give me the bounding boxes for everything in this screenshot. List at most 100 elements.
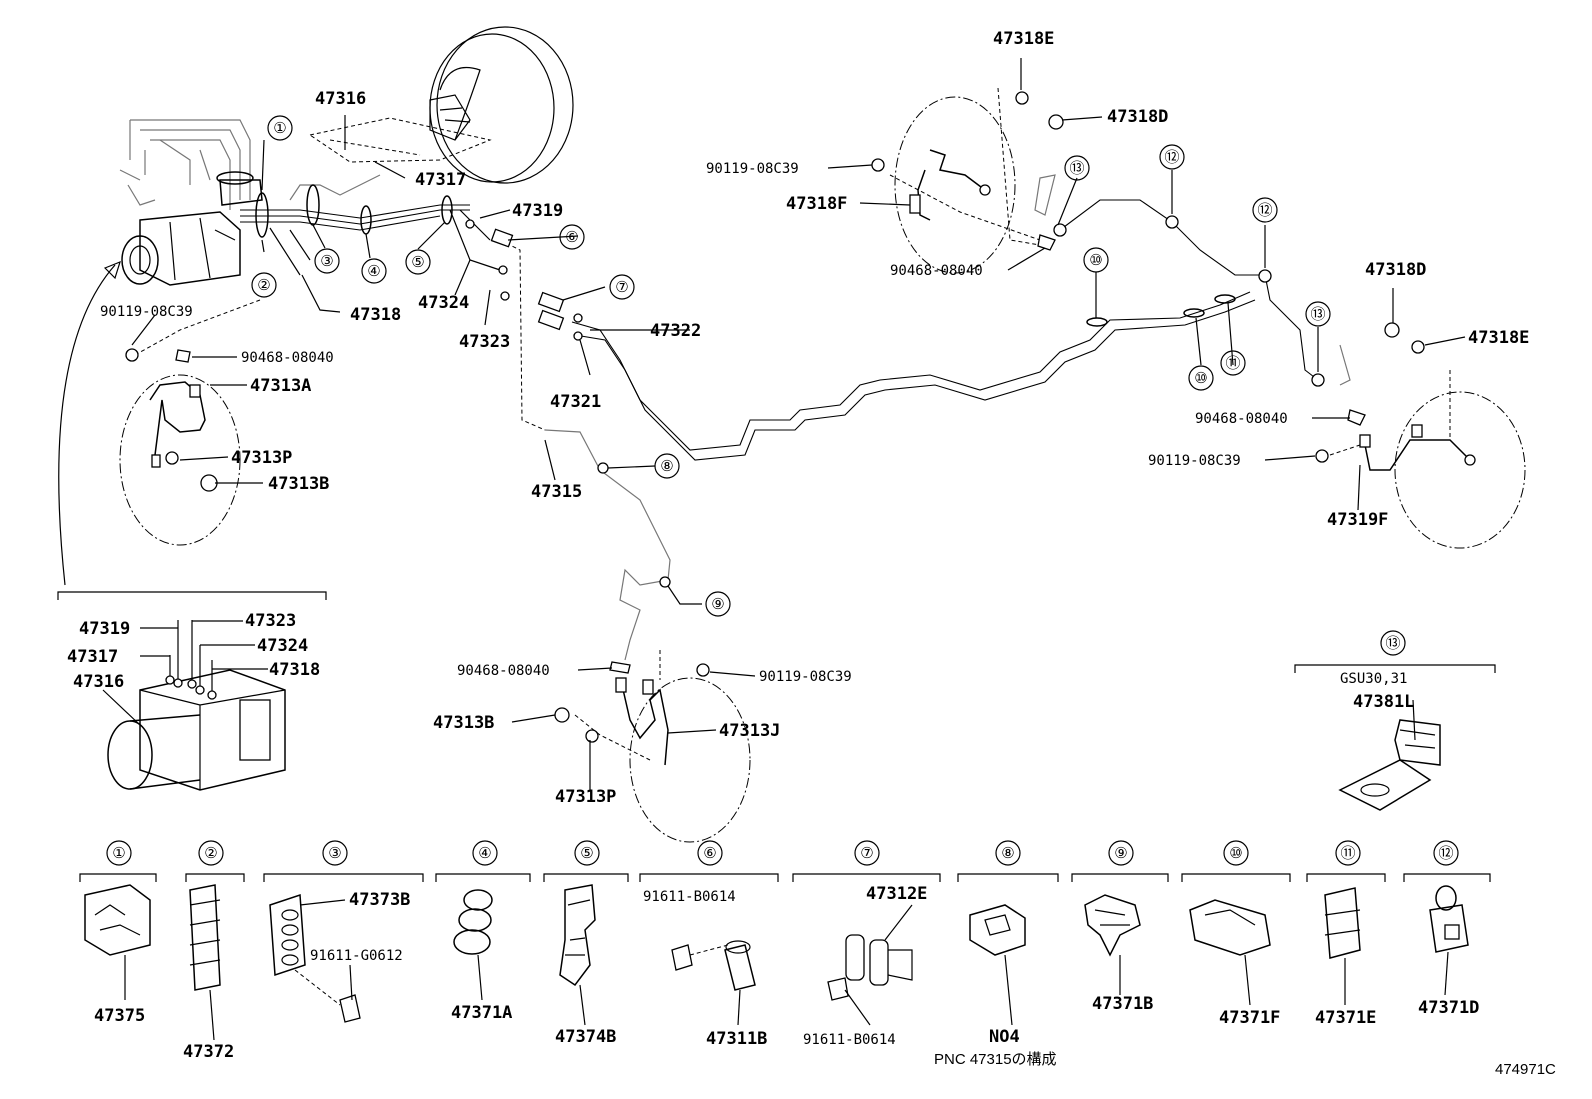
main-brake-pipes [571, 174, 1351, 461]
label-47318E-top: 47318E [993, 29, 1054, 49]
label-90468-d: 90468-08040 [457, 663, 550, 679]
callout-2: ② [257, 276, 270, 294]
callout-7-row: ⑦ [860, 844, 873, 862]
label-p8: NO4 [989, 1027, 1020, 1047]
callout-13b: ⑬ [1310, 305, 1325, 323]
callout-9-row: ⑨ [1114, 844, 1127, 862]
callout-8: ⑧ [660, 457, 673, 475]
callout-5: ⑤ [411, 253, 424, 271]
label-p1: 47375 [94, 1006, 145, 1026]
label-p2: 47372 [183, 1042, 234, 1062]
label-90119-c: 90119-08C39 [1148, 453, 1241, 469]
label-gsu: GSU30,31 [1340, 671, 1407, 687]
figure-id: 474971C [1495, 1061, 1556, 1078]
callout-5-row: ⑤ [580, 844, 593, 862]
inset-label-47316: 47316 [73, 672, 124, 692]
brake-booster [429, 26, 574, 184]
clip-47381L [1294, 664, 1496, 811]
label-47318D-top: 47318D [1107, 107, 1168, 127]
pipe-47315 [499, 239, 671, 661]
front-right-hose [871, 87, 1064, 274]
label-47313J: 47313J [719, 721, 780, 741]
callout-12b: ⑫ [1257, 201, 1272, 219]
label-47313B-b: 47313B [433, 713, 494, 733]
bottom-part-drawings [84, 884, 1469, 1023]
callout-7: ⑦ [615, 278, 628, 296]
front-left-hose [119, 299, 261, 546]
label-p5: 47374B [555, 1027, 616, 1047]
callout-4-row: ④ [478, 844, 491, 862]
callout-8-row: ⑧ [1001, 844, 1014, 862]
abs-actuator-top [119, 119, 263, 286]
arrow-to-abs [58, 260, 121, 586]
label-47313B-a: 47313B [268, 474, 329, 494]
label-47324: 47324 [418, 293, 469, 313]
callout-circles: ① ② ③ ④ ⑤ ⑥ ⑦ ⑧ ⑨ ⑩ ⑩ ⑪ ⑫ ⑫ ⑬ ⑬ ⑬ ① ② ③ … [106, 115, 1459, 866]
label-p3b: 91611-G0612 [310, 948, 403, 964]
label-47321: 47321 [550, 392, 601, 412]
label-p3a: 47373B [349, 890, 410, 910]
label-p7a: 47312E [866, 884, 927, 904]
label-47318F: 47318F [786, 194, 847, 214]
label-47318D-r: 47318D [1365, 260, 1426, 280]
bottom-part-brackets [79, 873, 1491, 882]
callout-10b: ⑩ [1194, 369, 1207, 387]
label-47317: 47317 [415, 170, 466, 190]
leader-lines [102, 58, 1466, 1041]
callout-13-gsu: ⑬ [1385, 634, 1400, 652]
callout-6-row: ⑥ [703, 844, 716, 862]
label-90468-c: 90468-08040 [1195, 411, 1288, 427]
label-47319F: 47319F [1327, 510, 1388, 530]
callout-10-row: ⑩ [1229, 844, 1242, 862]
callout-3-row: ③ [328, 844, 341, 862]
inset-label-47319: 47319 [79, 619, 130, 639]
label-90119-b: 90119-08C39 [706, 161, 799, 177]
callout-1-row: ① [112, 844, 125, 862]
callout-1: ① [273, 119, 286, 137]
callout-11: ⑪ [1225, 354, 1240, 372]
label-p11: 47371E [1315, 1008, 1376, 1028]
connectors-7 [465, 219, 583, 341]
inset-label-47323: 47323 [245, 611, 296, 631]
label-47313A: 47313A [250, 376, 311, 396]
callout-12-row: ⑫ [1438, 844, 1453, 862]
callout-10: ⑩ [1089, 251, 1102, 269]
label-47313P-a: 47313P [231, 448, 292, 468]
callout-2-row: ② [204, 844, 217, 862]
label-47381L: 47381L [1353, 692, 1414, 712]
callout-6: ⑥ [565, 228, 578, 246]
label-90468-a: 90468-08040 [241, 350, 334, 366]
label-47323: 47323 [459, 332, 510, 352]
label-90468-b: 90468-08040 [890, 263, 983, 279]
label-47316: 47316 [315, 89, 366, 109]
reservoir-outline [308, 117, 492, 163]
callout-13: ⑬ [1069, 159, 1084, 177]
callout-3: ③ [320, 252, 333, 270]
label-p10: 47371F [1219, 1008, 1280, 1028]
label-p9: 47371B [1092, 994, 1153, 1014]
label-47319: 47319 [512, 201, 563, 221]
inset-abs-detail [57, 591, 327, 791]
callout-11-row: ⑪ [1340, 844, 1355, 862]
label-47313P-b: 47313P [555, 787, 616, 807]
label-p6a: 91611-B0614 [643, 889, 736, 905]
label-47322: 47322 [650, 321, 701, 341]
label-p12: 47371D [1418, 998, 1479, 1018]
callout-9: ⑨ [711, 595, 724, 613]
part-labels: 47316 47317 47319 47318 47324 47323 4732… [67, 29, 1556, 1078]
label-47315: 47315 [531, 482, 582, 502]
callout-12: ⑫ [1164, 148, 1179, 166]
rear-right-hose [1315, 322, 1526, 549]
rear-left-hose [554, 650, 751, 843]
label-p7b: 91611-B0614 [803, 1032, 896, 1048]
callout-4: ④ [367, 262, 380, 280]
inset-label-47317: 47317 [67, 647, 118, 667]
inset-label-47324: 47324 [257, 636, 308, 656]
pnc-note: PNC 47315の構成 [934, 1051, 1057, 1068]
label-47318E-r: 47318E [1468, 328, 1529, 348]
label-47318: 47318 [350, 305, 401, 325]
label-90119-d: 90119-08C39 [759, 669, 852, 685]
label-90119-a: 90119-08C39 [100, 304, 193, 320]
label-p6b: 47311B [706, 1029, 767, 1049]
